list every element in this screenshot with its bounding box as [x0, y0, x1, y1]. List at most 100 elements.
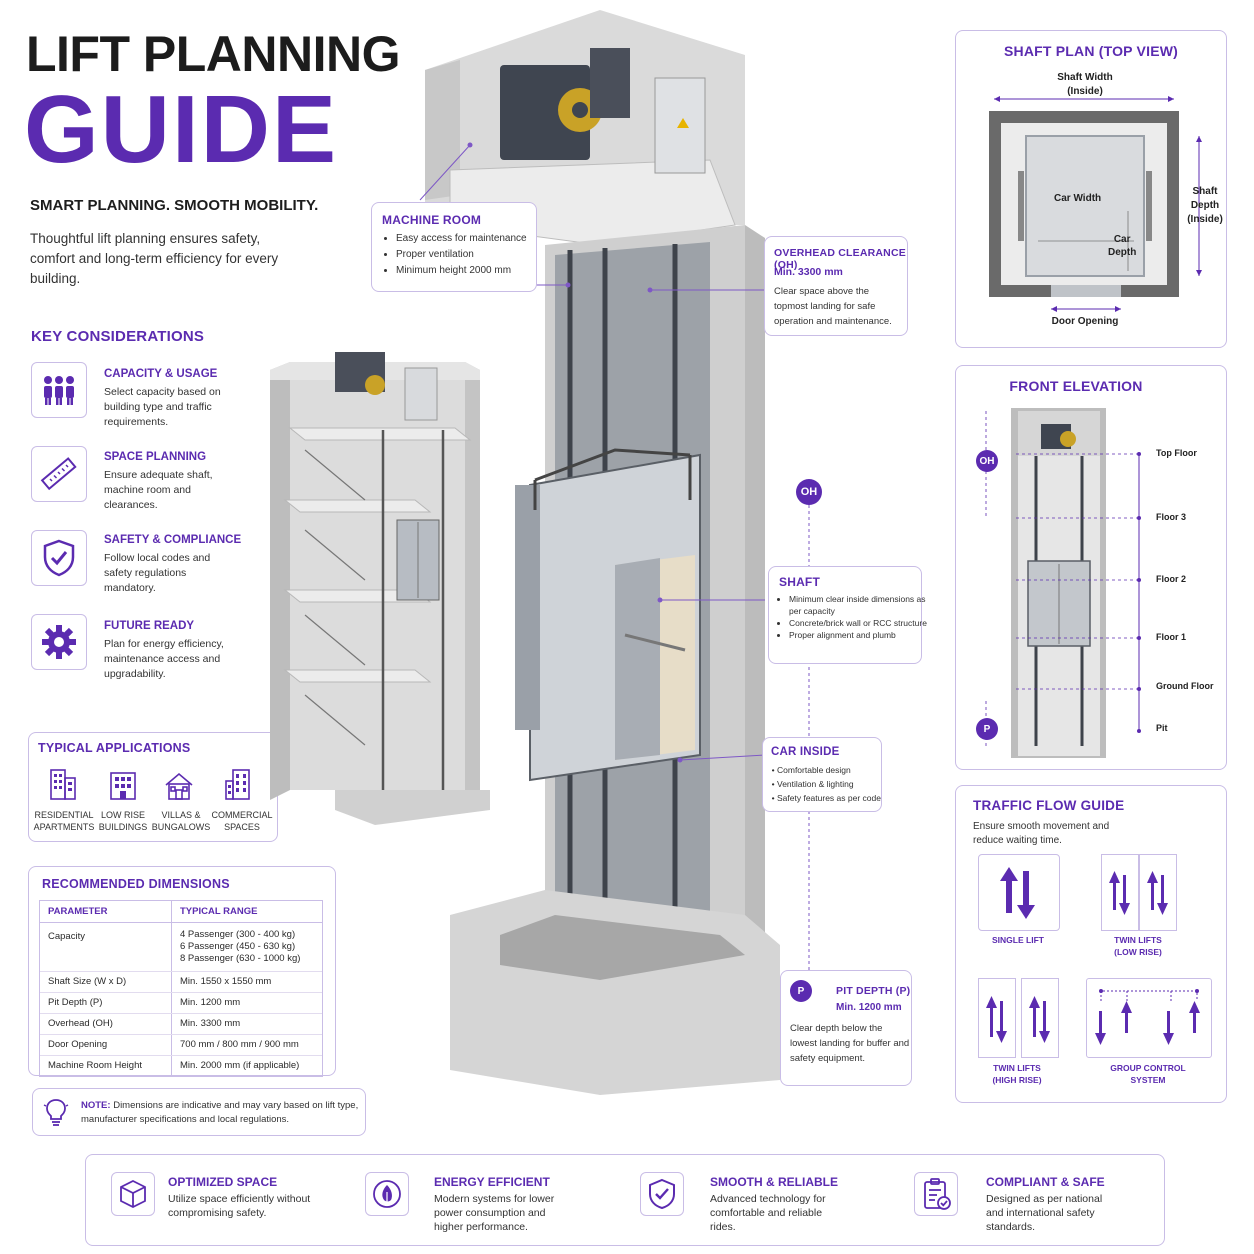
cube-icon: [111, 1172, 155, 1216]
group-control-icon: [1086, 978, 1212, 1058]
shaft-callout: SHAFT Minimum clear inside dimensions as…: [768, 566, 927, 664]
shaft-plan-drawing: [989, 96, 1202, 312]
oh-badge: OH: [796, 479, 822, 505]
overhead-text: Clear space above the topmost landing fo…: [774, 286, 892, 327]
shield-check-icon: [640, 1172, 684, 1216]
machine-room-callout: MACHINE ROOM Easy access for maintenance…: [371, 202, 537, 292]
car-inside-callout: CAR INSIDE Comfortable design Ventilatio…: [762, 737, 882, 812]
shaft-plan-title: SHAFT PLAN (TOP VIEW): [1003, 43, 1179, 59]
kc-safety-text: Follow local codes and safety regulation…: [104, 552, 211, 594]
page-title-line1: LIFT PLANNING: [26, 26, 401, 82]
feature-text-energy: Modern systems for lower power consumpti…: [434, 1193, 555, 1233]
low-rise-building-icon: [107, 769, 139, 806]
table-row: Overhead (OH)Min. 3300 mm: [40, 1013, 322, 1035]
clipboard-check-icon: [914, 1172, 958, 1216]
front-elevation-card: FRONT ELEVATION OH P Top Floor Floor 3 F…: [955, 365, 1227, 770]
traffic-text: Ensure smooth movement and reduce waitin…: [973, 821, 1110, 846]
table-row: Pit Depth (P)Min. 1200 mm: [40, 992, 322, 1014]
floor-label-3: Floor 3: [1156, 512, 1187, 522]
note-text: NOTE: Dimensions are indicative and may …: [81, 1100, 359, 1125]
feature-text-optimized: Utilize space efficiently without compro…: [168, 1193, 311, 1219]
elevation-p-badge: P: [976, 718, 998, 740]
gear-icon: [31, 614, 87, 670]
overhead-value: Min. 3300 mm: [774, 266, 843, 278]
people-icon: [31, 362, 87, 418]
machine-room-title: MACHINE ROOM: [382, 213, 482, 227]
col-range: TYPICAL RANGE: [171, 901, 322, 923]
col-parameter: PARAMETER: [40, 901, 172, 923]
app-label-villas: VILLAS &BUNGALOWS: [151, 810, 211, 832]
feature-title-optimized: OPTIMIZED SPACE: [168, 1175, 278, 1189]
kc-future-title: FUTURE READY: [104, 620, 195, 632]
main-shaft-illustration: [425, 10, 780, 1095]
traffic-title: TRAFFIC FLOW GUIDE: [973, 798, 1125, 813]
twin-lift-low-icon-b: [1139, 854, 1177, 931]
shaft-depth-label: Shaft Depth(Inside): [1187, 186, 1223, 225]
floor-label-2: Floor 2: [1156, 574, 1187, 584]
pit-callout: P PIT DEPTH (P) Min. 1200 mm Clear depth…: [780, 970, 912, 1086]
pit-title: PIT DEPTH (P): [836, 985, 911, 997]
dimensions-title: RECOMMENDED DIMENSIONS: [42, 877, 230, 891]
front-elevation-drawing: [985, 408, 1141, 758]
shaft-width-label: Shaft Width(Inside): [1057, 72, 1113, 97]
pit-value: Min. 1200 mm: [836, 1002, 902, 1013]
commercial-building-icon: [223, 767, 255, 806]
car-width-label: Car Width: [1054, 193, 1102, 204]
features-bar: OPTIMIZED SPACE Utilize space efficientl…: [85, 1154, 1165, 1246]
shaft-plan-card: SHAFT PLAN (TOP VIEW) Shaft Width(Inside…: [955, 30, 1227, 348]
twin-lift-high-icon-a: [978, 978, 1016, 1058]
kc-capacity-title: CAPACITY & USAGE: [104, 368, 218, 380]
single-lift-label: SINGLE LIFT: [992, 935, 1044, 945]
kc-space-text: Ensure adequate shaft, machine room and …: [104, 469, 213, 511]
floor-label-top: Top Floor: [1156, 448, 1197, 458]
pit-text: Clear depth below the lowest landing for…: [790, 1023, 910, 1064]
stairwell-lift-illustration: [270, 352, 490, 825]
traffic-flow-card: TRAFFIC FLOW GUIDE Ensure smooth movemen…: [955, 785, 1227, 1103]
elevation-oh-badge: OH: [976, 450, 998, 472]
machine-room-list: Easy access for maintenance Proper venti…: [382, 231, 527, 279]
kc-space-title: SPACE PLANNING: [104, 451, 207, 463]
feature-text-compliant: Designed as per national and internation…: [986, 1193, 1103, 1233]
door-opening-label: Door Opening: [1051, 316, 1119, 327]
kc-safety-title: SAFETY & COMPLIANCE: [104, 534, 242, 546]
car-inside-list: Comfortable design Ventilation & lightin…: [769, 763, 881, 805]
twin-lift-high-icon-b: [1021, 978, 1059, 1058]
tagline: SMART PLANNING. SMOOTH MOBILITY.: [30, 197, 319, 214]
overhead-callout: OVERHEAD CLEARANCE (OH) Min. 3300 mm Cle…: [764, 236, 908, 336]
twin-high-label: TWIN LIFTS(HIGH RISE): [992, 1063, 1042, 1085]
feature-title-energy: ENERGY EFFICIENT: [434, 1175, 550, 1189]
lightbulb-icon: [43, 1097, 69, 1132]
floor-label-1: Floor 1: [1156, 632, 1187, 642]
floor-label-ground: Ground Floor: [1156, 681, 1214, 691]
ruler-icon: [31, 446, 87, 502]
feature-title-compliant: COMPLIANT & SAFE: [986, 1175, 1105, 1189]
page-title-line2: GUIDE: [24, 76, 339, 183]
key-considerations-title: KEY CONSIDERATIONS: [31, 328, 205, 345]
kc-capacity-text: Select capacity based on building type a…: [104, 386, 221, 428]
kc-future-text: Plan for energy efficiency, maintenance …: [104, 638, 224, 680]
feature-title-smooth: SMOOTH & RELIABLE: [710, 1175, 838, 1189]
feature-text-smooth: Advanced technology for comfortable and …: [710, 1193, 826, 1233]
apartment-icon: [47, 767, 79, 806]
single-lift-icon: [978, 854, 1060, 931]
front-elevation-title: FRONT ELEVATION: [1009, 378, 1143, 394]
twin-low-label: TWIN LIFTS(LOW RISE): [1114, 935, 1162, 957]
pit-badge: P: [790, 980, 812, 1002]
twin-lift-low-icon-a: [1101, 854, 1139, 931]
note-card: NOTE: Dimensions are indicative and may …: [32, 1088, 366, 1136]
shield-check-icon: [31, 530, 87, 586]
villa-icon: [163, 771, 195, 806]
leaf-icon: [365, 1172, 409, 1216]
intro-text: Thoughtful lift planning ensures safety,…: [30, 231, 279, 286]
car-inside-title: CAR INSIDE: [771, 746, 840, 758]
